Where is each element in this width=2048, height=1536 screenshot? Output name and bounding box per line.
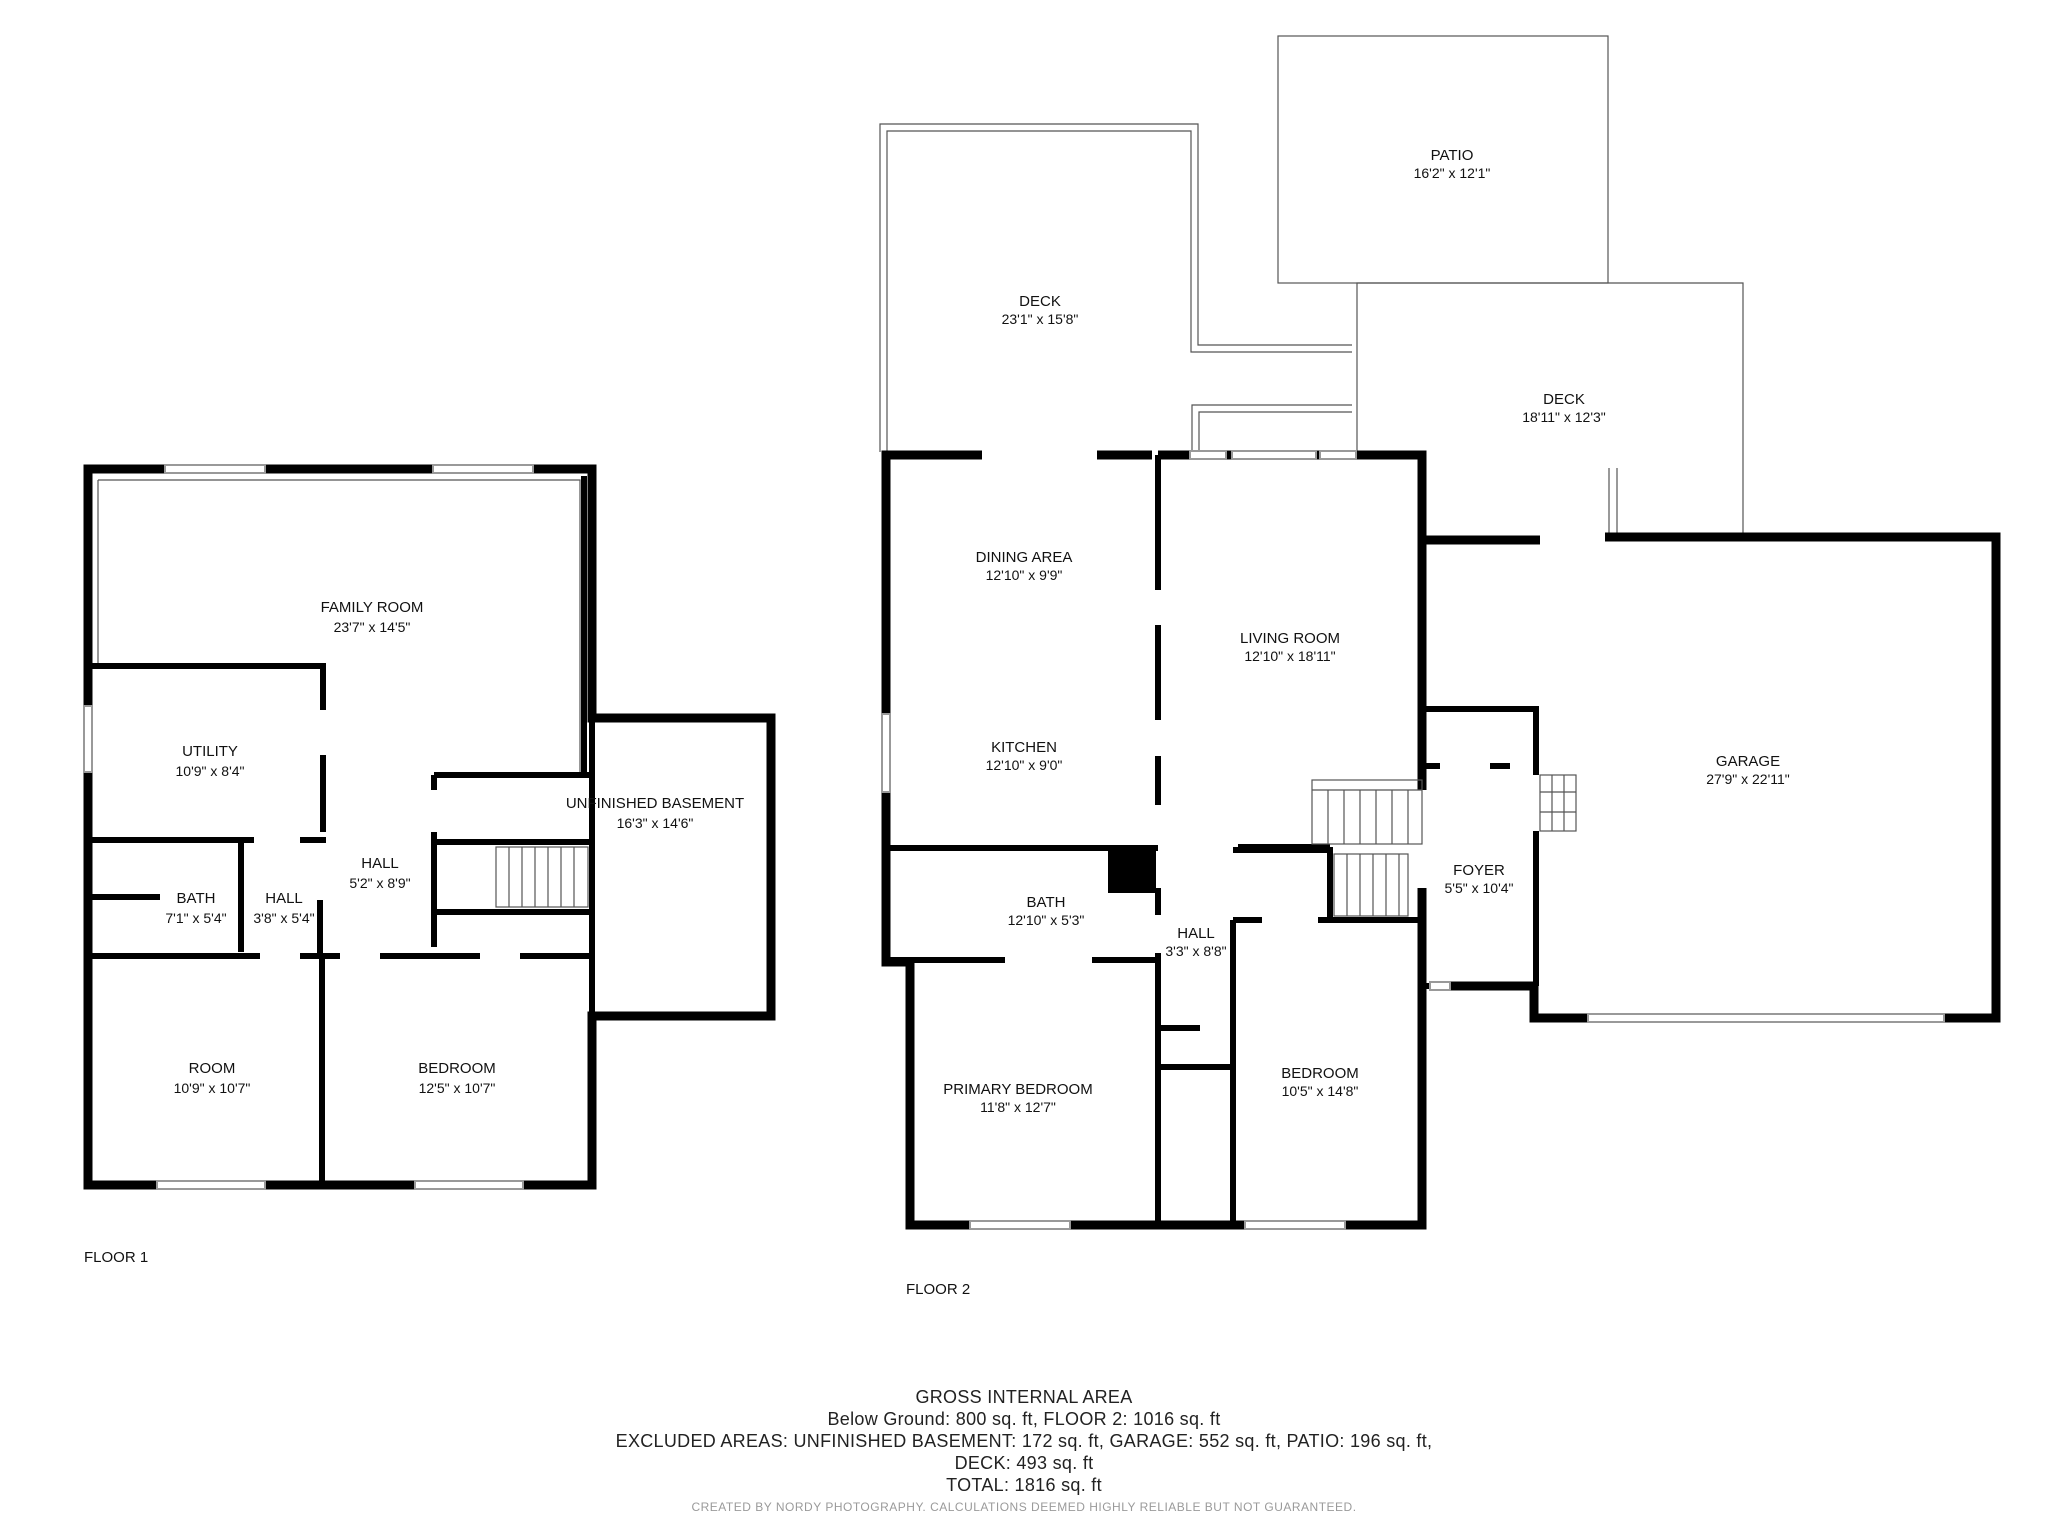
window [969, 1220, 1071, 1230]
room-name: UNFINISHED BASEMENT [566, 795, 744, 812]
garage-steps [1539, 774, 1577, 832]
room-dimensions: 12'10" x 5'3" [1008, 912, 1085, 928]
window [1319, 450, 1357, 460]
room-dimensions: 12'10" x 9'0" [986, 757, 1063, 773]
deck-west-step [1191, 404, 1352, 452]
window [164, 464, 266, 474]
summary-line-2: EXCLUDED AREAS: UNFINISHED BASEMENT: 172… [615, 1431, 1433, 1451]
floor-2-stairs [1311, 774, 1577, 917]
window [881, 713, 891, 793]
floor-1-stairs [495, 846, 589, 908]
deck-east-outline [1356, 282, 1744, 533]
room-dimensions: 18'11" x 12'3" [1522, 409, 1606, 425]
window [83, 705, 93, 773]
room-name: PATIO [1431, 147, 1474, 164]
room-name: BEDROOM [1281, 1065, 1359, 1082]
stair-treads [508, 847, 575, 907]
room-dimensions: 5'5" x 10'4" [1445, 880, 1514, 896]
window [1231, 450, 1317, 460]
stairs [495, 846, 589, 908]
room-dimensions: 10'5" x 14'8" [1282, 1083, 1359, 1099]
window [1189, 450, 1227, 460]
stairs-enclosure-wall [1233, 847, 1333, 920]
area-summary: GROSS INTERNAL AREA Below Ground: 800 sq… [0, 1386, 2048, 1514]
room-name: DINING AREA [976, 549, 1073, 566]
room-dimensions: 12'5" x 10'7" [419, 1080, 496, 1096]
floor-2-label: FLOOR 2 [906, 1281, 970, 1298]
deck-west-outline [879, 123, 1352, 452]
room-dimensions: 3'3" x 8'8" [1165, 943, 1226, 959]
floor-2-exterior-wall-west [881, 450, 1427, 1230]
room-dimensions: 27'9" x 22'11" [1706, 771, 1790, 787]
room-name: HALL [1177, 925, 1215, 942]
room-dimensions: 23'7" x 14'5" [334, 619, 411, 635]
room-labels: FLOOR 1 FLOOR 2 FAMILY ROOM 23'7" x 14'5… [84, 147, 1790, 1298]
room-dimensions: 12'10" x 9'9" [986, 567, 1063, 583]
room-name: PRIMARY BEDROOM [943, 1081, 1092, 1098]
floor-1-label: FLOOR 1 [84, 1249, 148, 1266]
room-name: BATH [1027, 894, 1066, 911]
summary-line-4: TOTAL: 1816 sq. ft [946, 1475, 1102, 1495]
room-dimensions: 16'2" x 12'1" [1414, 165, 1491, 181]
room-name: BATH [177, 890, 216, 907]
closet-block [1108, 848, 1156, 893]
stairs-lower [1333, 853, 1409, 917]
foyer-north-wall [1422, 706, 1539, 775]
summary-line-1: Below Ground: 800 sq. ft, FLOOR 2: 1016 … [827, 1409, 1221, 1429]
room-dimensions: 7'1" x 5'4" [165, 910, 226, 926]
room-dimensions: 12'10" x 18'11" [1244, 648, 1335, 664]
garage-step-lines [1540, 775, 1576, 831]
deck-west-inner-outline [886, 130, 1352, 452]
room-dimensions: 3'8" x 5'4" [253, 910, 314, 926]
floor-2-living-north-wall [1158, 450, 1540, 545]
floor-1-inner-line [98, 479, 581, 772]
floor-2-garage-south-wall [1430, 981, 1588, 1023]
window [432, 464, 534, 474]
room-name: BEDROOM [418, 1060, 496, 1077]
summary-title: GROSS INTERNAL AREA [915, 1387, 1133, 1407]
credit-line: CREATED BY NORDY PHOTOGRAPHY. CALCULATIO… [691, 1500, 1357, 1514]
room-dimensions: 10'9" x 8'4" [176, 763, 245, 779]
room-name: HALL [361, 855, 399, 872]
room-name: LIVING ROOM [1240, 630, 1340, 647]
room-name: FAMILY ROOM [321, 599, 424, 616]
room-dimensions: 5'2" x 8'9" [349, 875, 410, 891]
window [1429, 981, 1451, 991]
room-name: KITCHEN [991, 739, 1057, 756]
floor-2-plan [879, 35, 2001, 1230]
floor-2-garage-north-wall [1605, 532, 2001, 1023]
summary-line-3: DECK: 493 sq. ft [954, 1453, 1094, 1473]
floor-1-plan [83, 464, 776, 1190]
room-dimensions: 16'3" x 14'6" [617, 815, 694, 831]
garage-door [1587, 1013, 1945, 1023]
room-dimensions: 10'9" x 10'7" [174, 1080, 251, 1096]
stairs-upper [1311, 779, 1423, 845]
room-name: ROOM [189, 1060, 236, 1077]
room-name: GARAGE [1716, 753, 1780, 770]
floor-2-outdoor-outlines [879, 35, 1744, 533]
room-dimensions: 23'1" x 15'8" [1002, 311, 1079, 327]
floor-1-windows [83, 464, 534, 1190]
window [414, 1180, 524, 1190]
room-dimensions: 11'8" x 12'7" [980, 1099, 1056, 1115]
stair-treads-upper [1312, 789, 1422, 844]
room-name: DECK [1543, 391, 1585, 408]
room-name: DECK [1019, 293, 1061, 310]
window [156, 1180, 266, 1190]
floor-2-windows [881, 450, 1945, 1230]
room-name: FOYER [1453, 862, 1505, 879]
room-name: UTILITY [182, 743, 238, 760]
stair-treads-lower [1346, 854, 1400, 916]
window [1244, 1220, 1346, 1230]
room-name: HALL [265, 890, 303, 907]
deck-west-step-inner [1198, 411, 1352, 452]
